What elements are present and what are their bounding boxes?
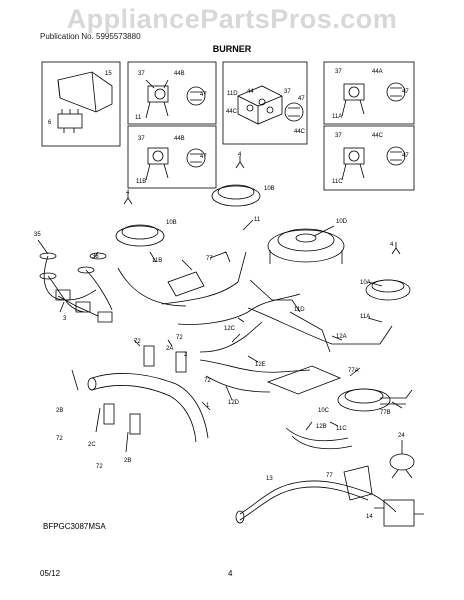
publication-subheading: Publication No. 5995573880 [40,32,141,41]
callout-77a: 77A [348,368,359,374]
callout-4: 4 [238,152,242,158]
footer-date: 05/12 [40,569,61,578]
callout-2b: 2B [56,408,63,414]
callout-72: 72 [96,464,103,470]
callout-44b: 44B [174,136,185,142]
callout-44c: 44C [372,133,384,139]
inset-box-11a [323,61,415,125]
callout-11b: 11B [136,179,146,185]
page-title: BURNER [212,44,252,54]
callout-10b: 10B [264,186,275,192]
callout-2: 2 [184,352,188,358]
callout-12d: 12D [228,400,240,406]
callout-15: 15 [105,71,112,77]
callout-37: 37 [284,89,291,95]
inset-box-11b [127,125,217,189]
inset-box-11d [222,61,308,145]
callout-24: 24 [398,433,405,439]
callout-44: 44 [247,89,254,95]
callout-11a: 11A [360,314,370,320]
callout-44a: 44A [372,69,383,75]
callout-10d: 10D [336,219,348,225]
callout-12b: 12B [316,424,327,430]
callout-4: 4 [390,242,394,248]
page-number: 4 [228,569,233,578]
callout-44c: 44C [226,109,238,115]
callout-14: 14 [366,514,373,520]
callout-47: 47 [200,154,207,160]
callout-10c: 10C [318,408,330,414]
callout-10a: 10A [360,280,371,286]
callout-72: 72 [134,339,141,345]
callout-72: 72 [56,436,63,442]
callout-2a: 2A [166,346,173,352]
callout-35: 35 [34,232,41,238]
callout-2c: 2C [88,442,96,448]
callout-12e: 12E [255,362,266,368]
callout-37: 37 [335,69,342,75]
callout-47: 47 [200,92,207,98]
callout-6: 6 [48,120,52,126]
callout-77: 77 [206,256,213,262]
callout-12a: 12A [336,334,347,340]
callout-11c: 11C [332,179,343,185]
inset-box-15 [41,61,121,147]
callout-11d: 11D [227,91,238,97]
callout-77b: 77B [380,410,391,416]
callout-4: 4 [126,190,130,196]
callout-11c: 11C [336,426,347,432]
callout-11b: 11B [152,258,162,264]
callout-13: 13 [266,476,273,482]
callout-44b: 44B [174,71,185,77]
callout-47: 47 [298,96,305,102]
diagram-code: BFPGC3087MSA [43,522,106,531]
callout-3: 3 [63,316,67,322]
inset-box-11 [127,61,217,125]
callout-11a: 11A [332,114,342,120]
callout-11: 11 [135,115,142,121]
watermark-text: AppliancePartsPros.com [66,4,398,34]
callout-36: 36 [92,254,99,260]
callout-77: 77 [326,473,333,479]
callout-37: 37 [335,133,342,139]
callout-10b: 10B [166,220,177,226]
callout-37: 37 [138,71,145,77]
callout-47: 47 [402,153,409,159]
callout-47: 47 [402,89,409,95]
cover-part-15 [57,71,113,113]
callout-72: 72 [204,378,211,384]
callout-2b: 2B [124,458,131,464]
callout-72: 72 [176,335,183,341]
callout-44c: 44C [294,129,306,135]
inset-box-11c [323,125,415,191]
callout-11: 11 [254,217,261,223]
callout-12c: 12C [224,326,236,332]
callout-11d: 11D [294,307,305,313]
callout-1: 1 [206,403,210,409]
callout-37: 37 [138,136,145,142]
